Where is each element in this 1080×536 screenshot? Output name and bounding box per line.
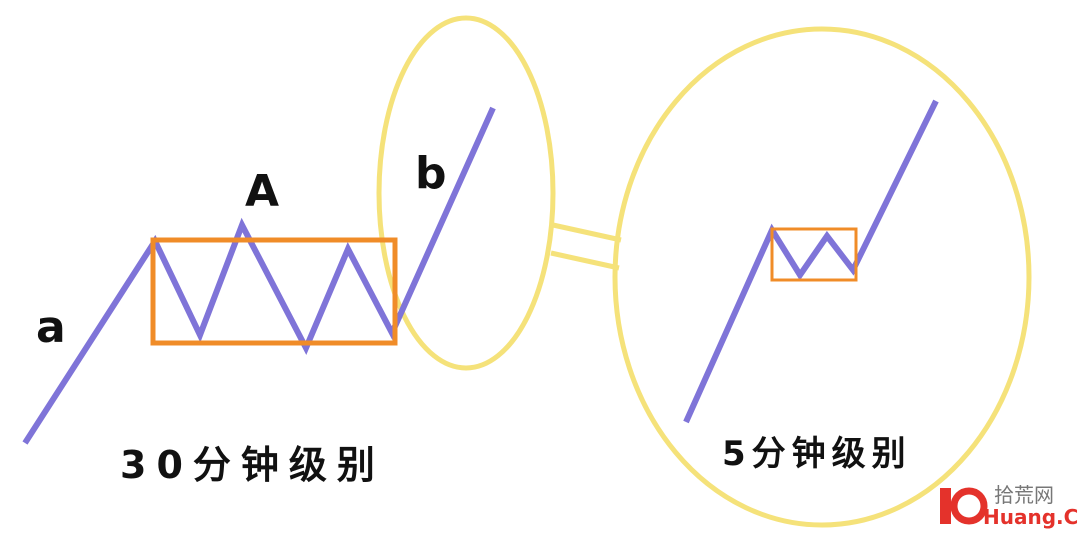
label-big-a: A: [245, 166, 279, 217]
zoom-ellipse-large: [612, 26, 1032, 528]
logo-icon: [940, 487, 988, 525]
label-b: b: [415, 148, 447, 199]
watermark: 拾荒网 Huang.CN: [940, 483, 1080, 529]
caption-5min-level: 5分钟级别: [722, 434, 912, 474]
zoom-connector: [550, 222, 622, 271]
caption-30min-level: 30分钟级别: [120, 443, 385, 487]
watermark-domain: Huang.CN: [983, 505, 1080, 529]
trend-line-30min: [22, 106, 496, 445]
label-a: a: [36, 302, 66, 353]
watermark-site-name: 拾荒网: [994, 483, 1054, 507]
trend-line-5min: [683, 99, 939, 424]
consolidation-box-5min: [770, 227, 858, 282]
consolidation-box-30min: [150, 237, 398, 346]
zoom-ellipse-small: [376, 15, 556, 371]
